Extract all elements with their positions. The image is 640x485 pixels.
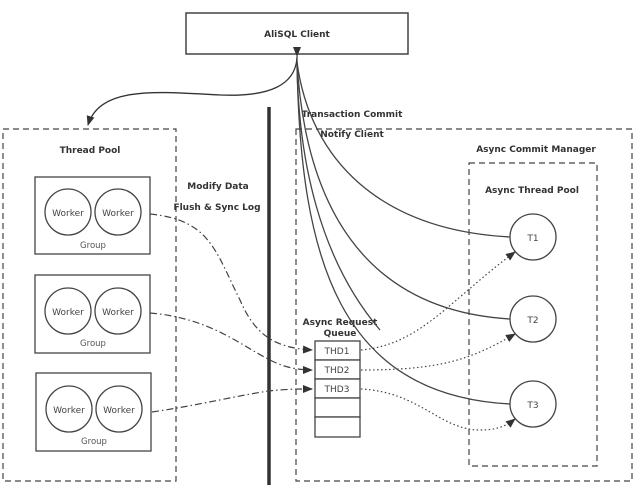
notify-curve-t2 bbox=[296, 61, 511, 320]
worker-node bbox=[95, 385, 143, 433]
thread-node: T3 bbox=[509, 380, 557, 428]
thread-label: T1 bbox=[526, 234, 538, 244]
group-box: Worker Worker Group bbox=[34, 274, 151, 354]
group2-to-thd2-arrow bbox=[149, 312, 313, 374]
queue-slot-label: THD3 bbox=[324, 385, 350, 395]
group-label: Group bbox=[80, 241, 106, 251]
queue-title-line1: Async Request bbox=[303, 318, 378, 328]
async-thread-pool-title: Async Thread Pool bbox=[485, 186, 579, 196]
worker-label: Worker bbox=[53, 406, 85, 416]
thd3-to-t3-arrow bbox=[360, 388, 516, 431]
notify-curve-t3 bbox=[296, 61, 511, 405]
client-label: AliSQL Client bbox=[264, 30, 330, 40]
group1-to-thd1-arrow bbox=[149, 213, 313, 354]
thd2-to-t2-arrow bbox=[360, 333, 516, 371]
async-commit-manager-title: Async Commit Manager bbox=[476, 145, 596, 155]
queue-slot bbox=[314, 416, 361, 438]
group-label: Group bbox=[81, 437, 107, 447]
group-box: Worker Worker Group bbox=[34, 176, 151, 255]
notify-client-label: Notify Client bbox=[320, 130, 384, 140]
notify-curve-t1 bbox=[296, 61, 511, 238]
worker-label: Worker bbox=[52, 209, 84, 219]
queue-slot-label: THD2 bbox=[324, 366, 350, 376]
async-commit-manager-container: Async Commit Manager bbox=[295, 128, 633, 482]
async-thread-pool-container: Async Thread Pool bbox=[468, 162, 598, 467]
flush-sync-label: Flush & Sync Log bbox=[173, 203, 260, 213]
request-queue: THD1 THD2 THD3 bbox=[314, 340, 361, 438]
thread-node: T1 bbox=[509, 213, 557, 261]
client-to-pool-arrow bbox=[86, 57, 298, 126]
worker-label: Worker bbox=[102, 209, 134, 219]
queue-slot bbox=[314, 397, 361, 418]
thread-pool-title: Thread Pool bbox=[60, 146, 121, 156]
worker-node bbox=[44, 188, 92, 236]
worker-label: Worker bbox=[103, 406, 135, 416]
notify-curve-queue bbox=[296, 61, 381, 331]
thread-node: T2 bbox=[509, 295, 557, 343]
queue-title-line2: Queue bbox=[324, 329, 357, 339]
modify-data-label: Modify Data bbox=[187, 182, 249, 192]
client-box: AliSQL Client bbox=[185, 12, 409, 55]
group-box: Worker Worker Group bbox=[35, 372, 152, 452]
worker-label: Worker bbox=[102, 308, 134, 318]
transaction-commit-label: Transaction Commit bbox=[302, 110, 404, 120]
group-label: Group bbox=[80, 339, 106, 349]
thread-label: T2 bbox=[526, 316, 538, 326]
thread-label: T3 bbox=[526, 401, 538, 411]
thread-pool-container: Thread Pool bbox=[2, 128, 177, 482]
worker-node bbox=[94, 287, 142, 335]
worker-node bbox=[45, 385, 93, 433]
worker-node bbox=[44, 287, 92, 335]
thd1-to-t1-arrow bbox=[360, 251, 516, 351]
worker-node bbox=[94, 188, 142, 236]
group3-to-thd3-arrow bbox=[151, 385, 313, 413]
queue-slot-label: THD1 bbox=[324, 347, 350, 357]
worker-label: Worker bbox=[52, 308, 84, 318]
